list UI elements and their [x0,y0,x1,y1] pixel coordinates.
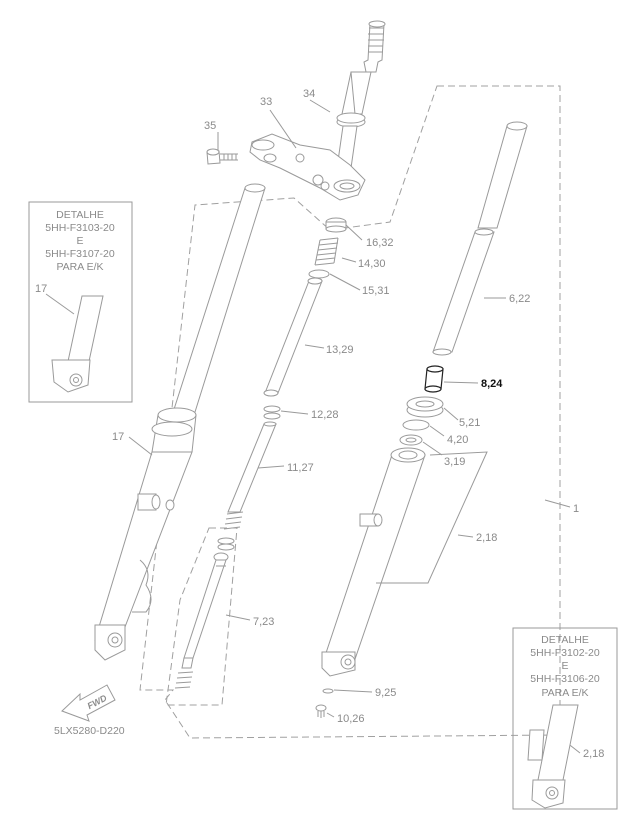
damper-rod-outline [165,527,238,706]
callout-16-32: 16,32 [366,237,394,249]
fork-spring [223,421,277,530]
detail-box-left: DETALHE 5HH-F3103-20 E 5HH-F3107-20 PARA… [28,201,133,403]
fwd-arrow-icon: FWD [61,684,116,722]
assembly-outline-main [139,85,561,739]
detail-right-part-label: 2,18 [583,748,604,760]
detail-right-line1: DETALHE [541,634,589,646]
lower-bracket [249,133,366,201]
detail-left-line2: 5HH-F3103-20 [45,222,115,234]
callout-3-19: 3,19 [444,456,465,468]
detail-box-right: DETALHE 5HH-F3102-20 E 5HH-F3106-20 PARA… [512,627,618,810]
callout-33: 33 [260,96,272,108]
diagram-code: 5LX5280-D220 [54,725,125,737]
callout-12-28: 12,28 [311,409,339,421]
detail-left-line1: DETALHE [56,209,104,221]
detail-left-line4: 5HH-F3107-20 [45,248,115,260]
detail-left-line5: PARA E/K [56,261,103,273]
callout-34: 34 [303,88,315,100]
detail-left-part-label: 17 [35,283,47,295]
inner-tube [432,121,528,356]
callout-1: 1 [573,503,579,515]
detail-right-line4: 5HH-F3106-20 [530,673,600,685]
bushing-8-24 [424,365,444,393]
spacer-pipe [263,277,323,397]
washer [399,434,423,446]
drain-bolt [315,704,327,718]
callout-14-30: 14,30 [358,258,386,270]
drain-washer [322,688,334,694]
callout-8-24: 8,24 [481,378,503,390]
callout-4-20: 4,20 [447,434,468,446]
damper-rod [174,537,235,689]
detail-right-line5: PARA E/K [541,687,588,699]
cap-bolt [325,217,347,233]
callout-11-27: 11,27 [287,462,314,474]
callout-2-18: 2,18 [476,532,497,544]
callout-17: 17 [112,431,124,443]
detail-left-line3: E [76,235,83,247]
left-fork-assembly [94,183,266,661]
outer-tube [321,447,426,677]
retaining-clip [402,419,430,431]
bolt [206,148,238,165]
callout-13-29: 13,29 [326,344,354,356]
callout-10-26: 10,26 [337,713,365,725]
callout-6-22: 6,22 [509,293,530,305]
top-spring [314,237,339,266]
leader-lines [128,99,571,718]
callout-7-23: 7,23 [253,616,274,628]
callout-15-31: 15,31 [362,285,390,297]
spring-seat [263,405,281,420]
detail-right-line2: 5HH-F3102-20 [530,647,600,659]
callout-5-21: 5,21 [459,417,480,429]
callout-35: 35 [204,120,216,132]
o-ring [308,269,330,279]
oil-seal [406,396,444,418]
detail-right-line3: E [561,660,568,672]
steering-stem [335,20,386,176]
callout-9-25: 9,25 [375,687,396,699]
